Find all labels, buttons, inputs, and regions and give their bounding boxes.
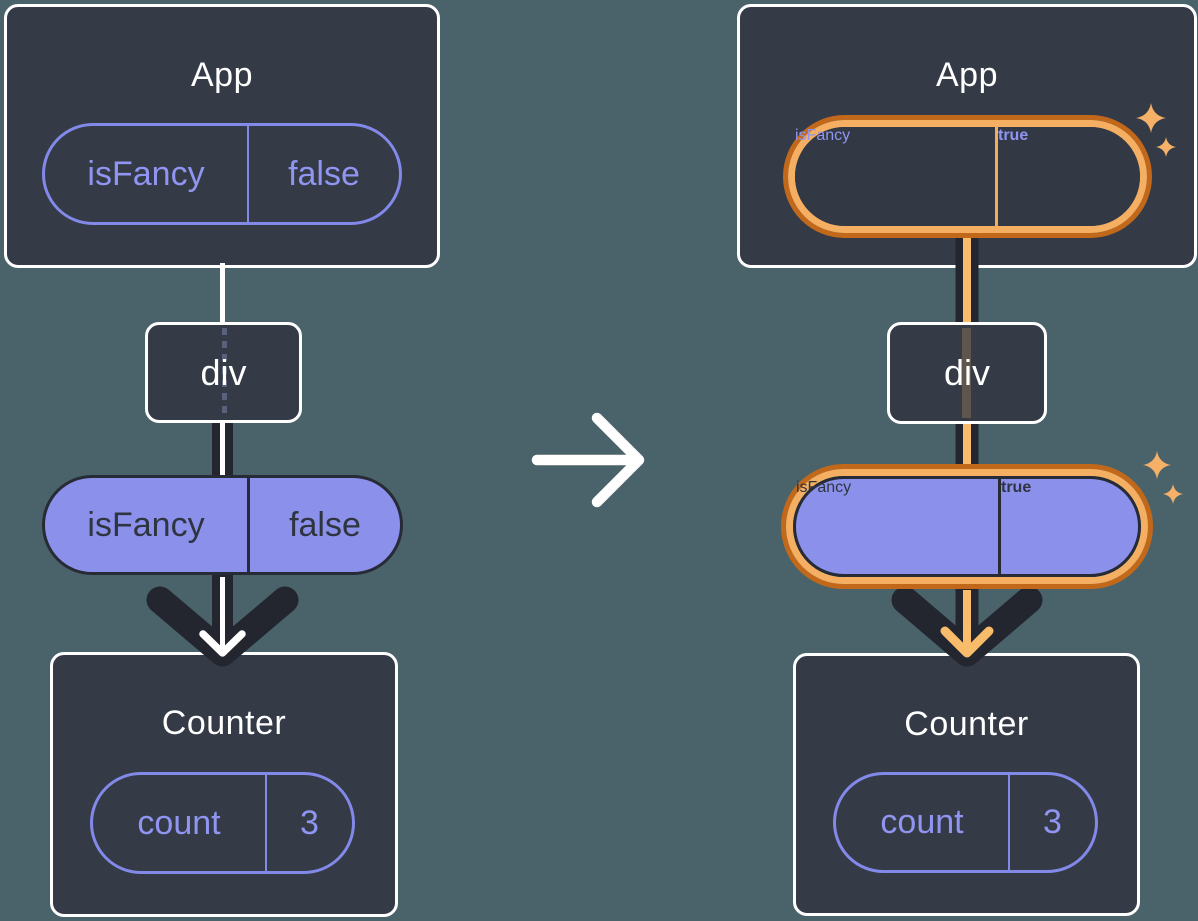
prop-value: true bbox=[1001, 479, 1032, 496]
prop-value: true bbox=[998, 127, 1029, 144]
after-arrowhead bbox=[891, 586, 1043, 667]
after-counter-state-pill: count 3 bbox=[833, 772, 1098, 873]
after-app-prop-pill: isFancy true bbox=[795, 127, 1140, 226]
after-passed-prop-highlight-ring: isFancy true bbox=[781, 464, 1153, 589]
after-flow-tip-chevron bbox=[940, 626, 994, 658]
before-div-node: div bbox=[145, 322, 302, 423]
before-passed-prop-pill: isFancy false bbox=[42, 475, 403, 575]
state-value: 3 bbox=[1043, 803, 1062, 841]
counter-title: Counter bbox=[161, 704, 287, 742]
pass-through-line bbox=[222, 328, 227, 417]
state-name: count bbox=[880, 803, 964, 841]
after-div-node: div bbox=[887, 322, 1047, 424]
pill-divider bbox=[995, 127, 998, 226]
highlight-ring-inner: isFancy true bbox=[788, 120, 1147, 233]
prop-name: isFancy bbox=[796, 479, 852, 496]
pill-divider bbox=[247, 126, 249, 222]
prop-value: false bbox=[289, 505, 361, 544]
after-passed-prop-pill: isFancy true bbox=[793, 476, 1141, 577]
div-label: div bbox=[200, 351, 247, 393]
prop-value: false bbox=[288, 154, 360, 193]
state-value: 3 bbox=[300, 803, 319, 842]
counter-title: Counter bbox=[904, 705, 1029, 743]
sparkle-icon bbox=[1163, 484, 1183, 504]
app-title: App bbox=[191, 56, 253, 94]
prop-name: isFancy bbox=[795, 127, 851, 144]
div-label: div bbox=[943, 352, 991, 393]
prop-name: isFancy bbox=[87, 154, 205, 193]
transition-arrow-icon bbox=[531, 412, 645, 508]
sparkle-icon bbox=[1143, 451, 1171, 479]
pill-divider bbox=[1008, 775, 1010, 870]
before-counter-state-pill: count 3 bbox=[90, 772, 355, 874]
before-app-prop-pill: isFancy false bbox=[42, 123, 402, 225]
before-flow-tip-chevron bbox=[199, 630, 246, 657]
pill-divider bbox=[247, 478, 250, 572]
app-title: App bbox=[936, 56, 998, 94]
pill-divider bbox=[265, 775, 267, 871]
prop-name: isFancy bbox=[87, 505, 205, 544]
pill-divider bbox=[998, 479, 1001, 574]
before-arrowhead bbox=[146, 586, 299, 667]
highlight-ring-inner: isFancy true bbox=[786, 469, 1148, 584]
state-name: count bbox=[137, 803, 221, 842]
after-app-prop-highlight-ring: isFancy true bbox=[783, 115, 1152, 238]
